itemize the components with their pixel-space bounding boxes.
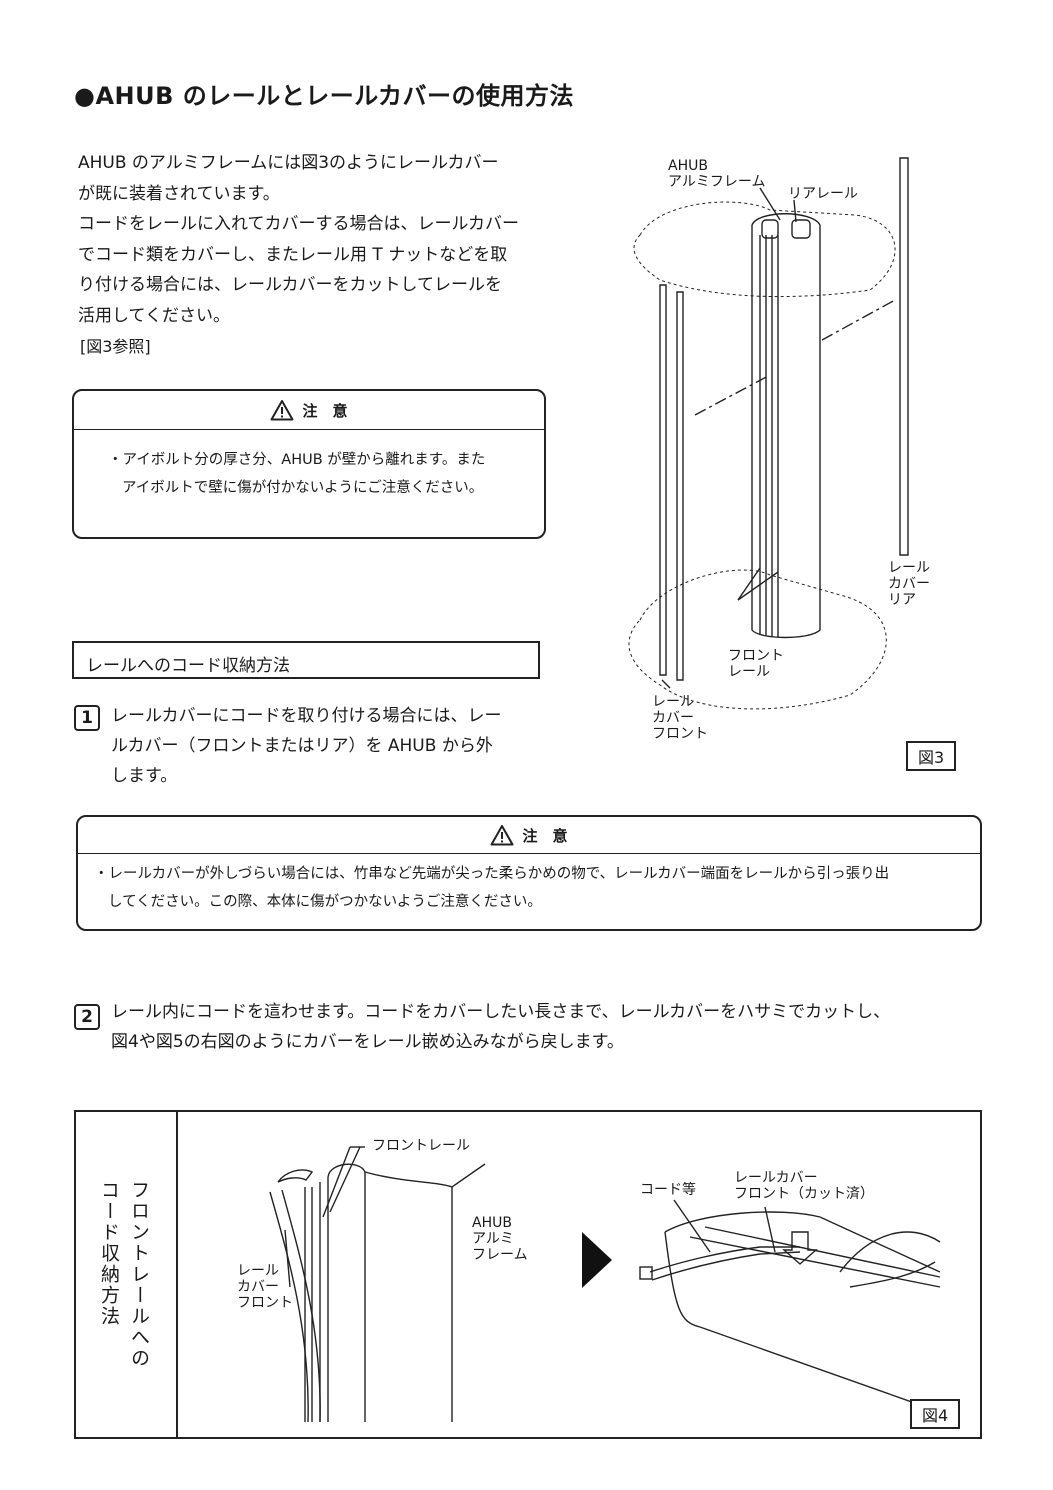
caution-line: アイボルトで壁に傷が付かないようにご注意ください。 [122, 480, 484, 496]
caution-box-1: 注 意 ・アイボルト分の厚さ分、AHUB が壁から離れます。また アイボルトで壁… [72, 389, 546, 539]
step-number-1: 1 [74, 705, 100, 731]
callout-rail-cover-front: レール カバー フロント [652, 694, 708, 742]
caution-heading-text: 注 意 [302, 401, 348, 420]
step-line: ルカバー（フロントまたはリア）を AHUB から外 [111, 736, 493, 756]
warning-icon [490, 825, 514, 846]
caution-heading: 注 意 [74, 391, 544, 430]
step-number-2: 2 [74, 1004, 100, 1030]
intro-line: AHUB のアルミフレームには図3のようにレールカバー [78, 153, 499, 173]
step-line: レール内にコードを這わせます。コードをカバーしたい長さまで、レールカバーをハサミ… [111, 1002, 891, 1022]
page-title: ●AHUB のレールとレールカバーの使用方法 [74, 82, 575, 110]
callout-cover-cut: レールカバー フロント（カット済） [734, 1170, 874, 1202]
callout-rear-rail: リアレール [788, 186, 858, 202]
intro-line: でコード類をカバーし、またレール用 T ナットなどを取 [78, 244, 508, 265]
figure-3-label: 図3 [906, 741, 957, 771]
step-line: レールカバーにコードを取り付ける場合には、レー [111, 706, 502, 726]
callout-rail-cover-rear: レール カバー リア [888, 560, 930, 608]
caution-line: ・レールカバーが外しづらい場合には、竹串など先端が尖った柔らかめの物で、レールカ… [94, 866, 890, 882]
row-heading-line: フロントレールへの [128, 1180, 150, 1369]
section-heading: レールへのコード収納方法 [72, 641, 540, 679]
callout-front-rail: フロントレール [372, 1138, 470, 1154]
callout-rail-cover-front: レール カバー フロント [237, 1263, 293, 1311]
warning-icon [270, 400, 294, 421]
caution-box-2: 注 意 ・レールカバーが外しづらい場合には、竹串など先端が尖った柔らかめの物で、… [76, 815, 982, 931]
intro-line: 活用してください。 [78, 305, 230, 326]
figure-4-label: 図4 [910, 1399, 961, 1429]
figure-reference: [図3参照] [80, 337, 151, 356]
caution-line: してください。この際、本体に傷がつかないようご注意ください。 [108, 894, 542, 910]
arrow-icon [582, 1232, 612, 1288]
figure-4-row-heading: フロントレールへの コード収納方法 [74, 1110, 178, 1439]
step-1-text: レールカバーにコードを取り付ける場合には、レー ルカバー（フロントまたはリア）を… [111, 701, 551, 791]
step-2-text: レール内にコードを這わせます。コードをカバーしたい長さまで、レールカバーをハサミ… [111, 997, 991, 1057]
step-line: します。 [111, 766, 178, 786]
figure-4-drawing [269, 1146, 941, 1423]
intro-line: が既に装着されています。 [78, 183, 280, 204]
row-heading-line: コード収納方法 [98, 1180, 120, 1327]
caution-heading-text: 注 意 [522, 826, 568, 845]
callout-cord: コード等 [640, 1182, 696, 1198]
caution-heading: 注 意 [78, 817, 980, 854]
figure-4-table [74, 1110, 982, 1439]
callout-frame: AHUB アルミフレーム [668, 158, 766, 190]
figure-3-drawing [628, 157, 909, 710]
callout-frame: AHUB アルミ フレーム [472, 1215, 528, 1263]
intro-line: り付ける場合には、レールカバーをカットしてレールを [78, 275, 502, 295]
step-line: 図4や図5の右図のようにカバーをレール嵌め込みながら戻します。 [111, 1032, 624, 1052]
intro-text: AHUB のアルミフレームには図3のようにレールカバー が既に装着されています。… [78, 148, 568, 331]
intro-line: コードをレールに入れてカバーする場合は、レールカバー [78, 214, 519, 234]
caution-line: ・アイボルト分の厚さ分、AHUB が壁から離れます。また [108, 452, 486, 468]
callout-front-rail: フロント レール [728, 648, 784, 680]
